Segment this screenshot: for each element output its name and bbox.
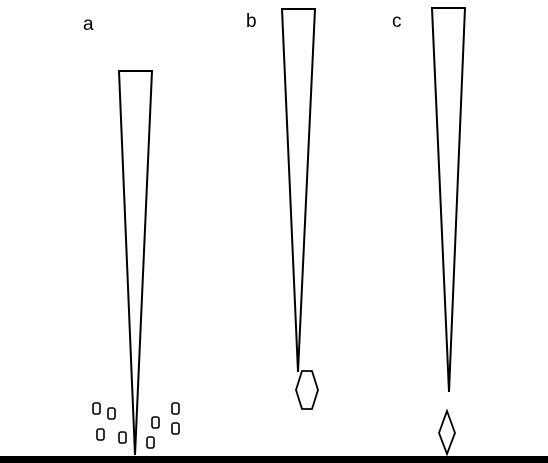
panel-a xyxy=(92,70,180,456)
diamond-particle xyxy=(438,408,456,457)
particle xyxy=(92,402,101,415)
particle xyxy=(171,402,180,415)
particles-a xyxy=(92,402,180,449)
particle xyxy=(118,431,127,444)
particle xyxy=(171,422,180,435)
tip-a xyxy=(117,70,154,456)
particle xyxy=(107,407,116,420)
tip-c xyxy=(430,7,467,393)
baseline xyxy=(0,456,548,463)
hexagon-particle xyxy=(295,370,319,410)
particle xyxy=(96,428,105,441)
tip-b xyxy=(280,8,317,373)
panel-label-c: c xyxy=(392,11,402,32)
particle xyxy=(146,436,155,449)
panel-label-a: a xyxy=(83,14,94,35)
panel-c xyxy=(430,7,467,457)
panel-label-b: b xyxy=(246,11,257,32)
panel-b xyxy=(280,8,319,410)
particle xyxy=(151,416,160,429)
